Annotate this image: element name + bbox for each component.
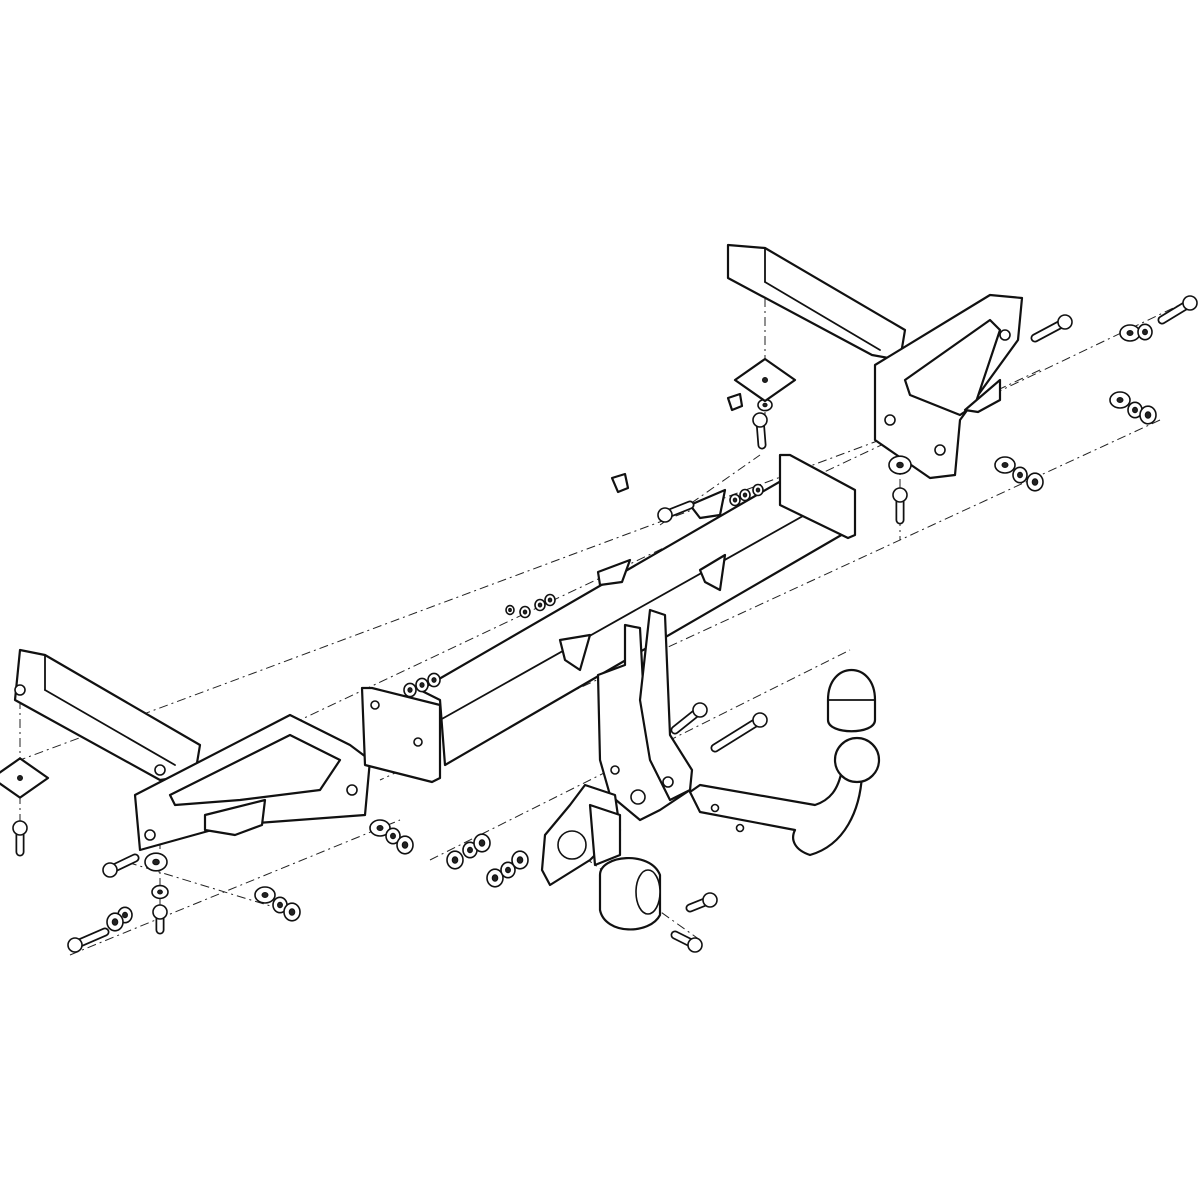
nut (486, 868, 504, 888)
nut (396, 835, 414, 855)
main-crossbar (360, 453, 857, 784)
nut (446, 850, 464, 870)
nut (1137, 323, 1153, 341)
bolt (657, 500, 695, 523)
washer (994, 456, 1016, 474)
nut (403, 682, 417, 698)
nut (1012, 466, 1028, 484)
fasteners (0, 295, 1198, 953)
washer (1119, 324, 1141, 342)
nut (473, 833, 491, 853)
nut (739, 488, 751, 502)
drop-plates (596, 608, 694, 822)
tow-ball (833, 736, 881, 784)
washer (369, 819, 391, 837)
bolt (67, 927, 110, 953)
nut (505, 604, 515, 616)
axis-line (19, 439, 881, 761)
bolt (1157, 295, 1198, 325)
washer (254, 886, 276, 904)
nut (544, 593, 556, 607)
nut (752, 483, 764, 497)
bolt (892, 487, 908, 525)
axis-line (69, 819, 401, 956)
right-side-bracket (726, 243, 1024, 480)
nut (427, 672, 441, 688)
bolt (670, 930, 703, 953)
bolt (12, 820, 28, 857)
nut (283, 902, 301, 922)
nut (519, 605, 531, 619)
bolt (1030, 314, 1073, 343)
nut (500, 861, 516, 879)
nut (415, 677, 429, 693)
electrical-socket (540, 783, 662, 931)
nut (1026, 472, 1044, 492)
tow-ball-neck (688, 668, 881, 857)
nut (462, 841, 478, 859)
bolt (102, 853, 140, 878)
nut (106, 912, 124, 932)
left-side-bracket (13, 648, 372, 852)
nut (385, 827, 401, 845)
washer (888, 455, 912, 475)
nut (1139, 405, 1157, 425)
nut (534, 598, 546, 612)
nut (511, 850, 529, 870)
washer (1109, 391, 1131, 409)
bolt (752, 412, 768, 450)
nut (729, 493, 741, 507)
bolt (710, 712, 768, 753)
washer (144, 852, 168, 872)
clip (726, 392, 744, 412)
bolt (152, 904, 168, 935)
washer (151, 884, 169, 900)
clip (610, 472, 630, 494)
spacer-plate (0, 757, 50, 799)
bolt (685, 892, 718, 913)
bolt (670, 702, 708, 735)
